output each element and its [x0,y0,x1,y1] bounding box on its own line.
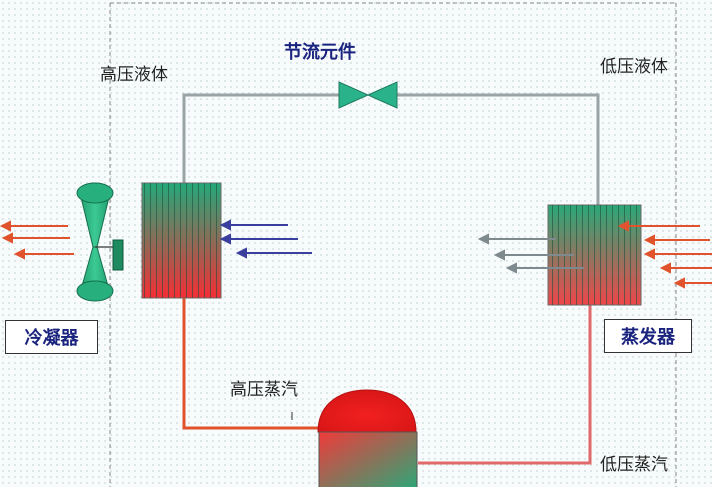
high-pressure-vapor-label: 高压蒸汽 [230,380,298,400]
condenser-coil [141,182,222,299]
liquid-line-pipe [182,93,340,183]
low-pressure-liquid-label: 低压液体 [600,57,668,77]
evaporator-intake-arrows [617,220,712,289]
condenser-fan [76,182,124,302]
low-pressure-liquid-pipe [396,93,600,205]
compressor [317,389,418,487]
evaporator-label: 蒸发器 [604,319,692,353]
evaporator-exhaust-arrows [477,233,584,274]
condenser-label: 冷凝器 [5,320,98,354]
condenser-exhaust-arrows [0,220,74,260]
low-pressure-vapor-pipe [418,305,592,465]
condenser-intake-arrows [219,219,312,259]
throttle-valve [338,81,398,109]
low-pressure-vapor-label: 低压蒸汽 [600,455,668,475]
system-boundary [109,2,677,487]
throttle-label: 节流元件 [284,42,356,63]
high-pressure-vapor-pipe [182,298,320,430]
high-pressure-liquid-label: 高压液体 [100,65,168,85]
